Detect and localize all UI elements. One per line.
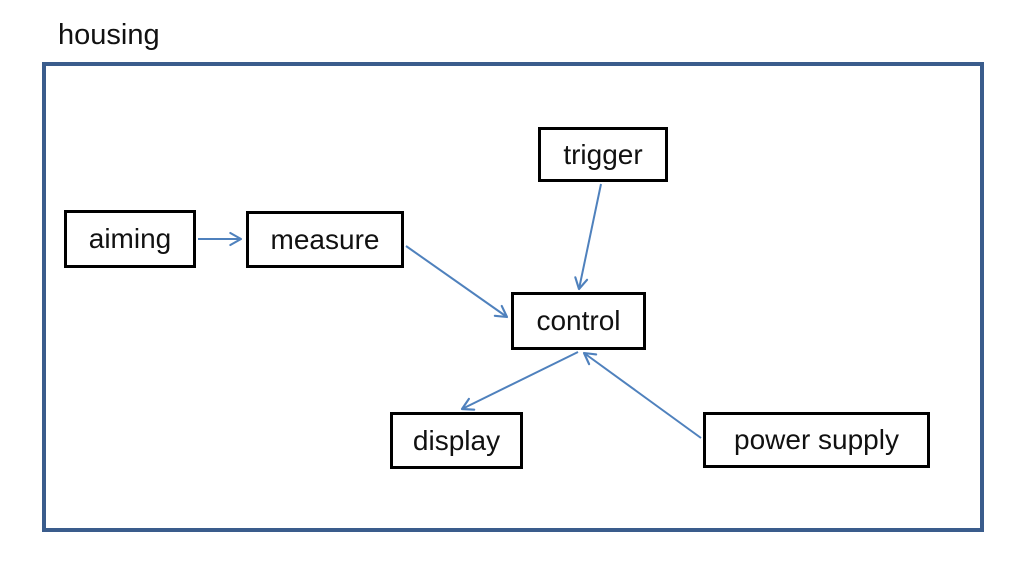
node-control: control [511, 292, 646, 350]
node-display-label: display [412, 424, 501, 456]
node-measure: measure [246, 211, 404, 268]
node-aiming-label: aiming [88, 223, 172, 254]
node-measure-label: measure [270, 223, 380, 255]
node-trigger: trigger [538, 127, 668, 182]
node-power-supply: power supply [703, 412, 930, 468]
node-display: display [390, 412, 523, 469]
node-control-label: control [536, 305, 621, 336]
housing-boundary-box [42, 62, 984, 532]
housing-label: housing [58, 19, 160, 51]
node-trigger-label: trigger [563, 138, 643, 170]
node-aiming: aiming [64, 210, 196, 268]
node-power-supply-label: power supply [734, 424, 899, 455]
